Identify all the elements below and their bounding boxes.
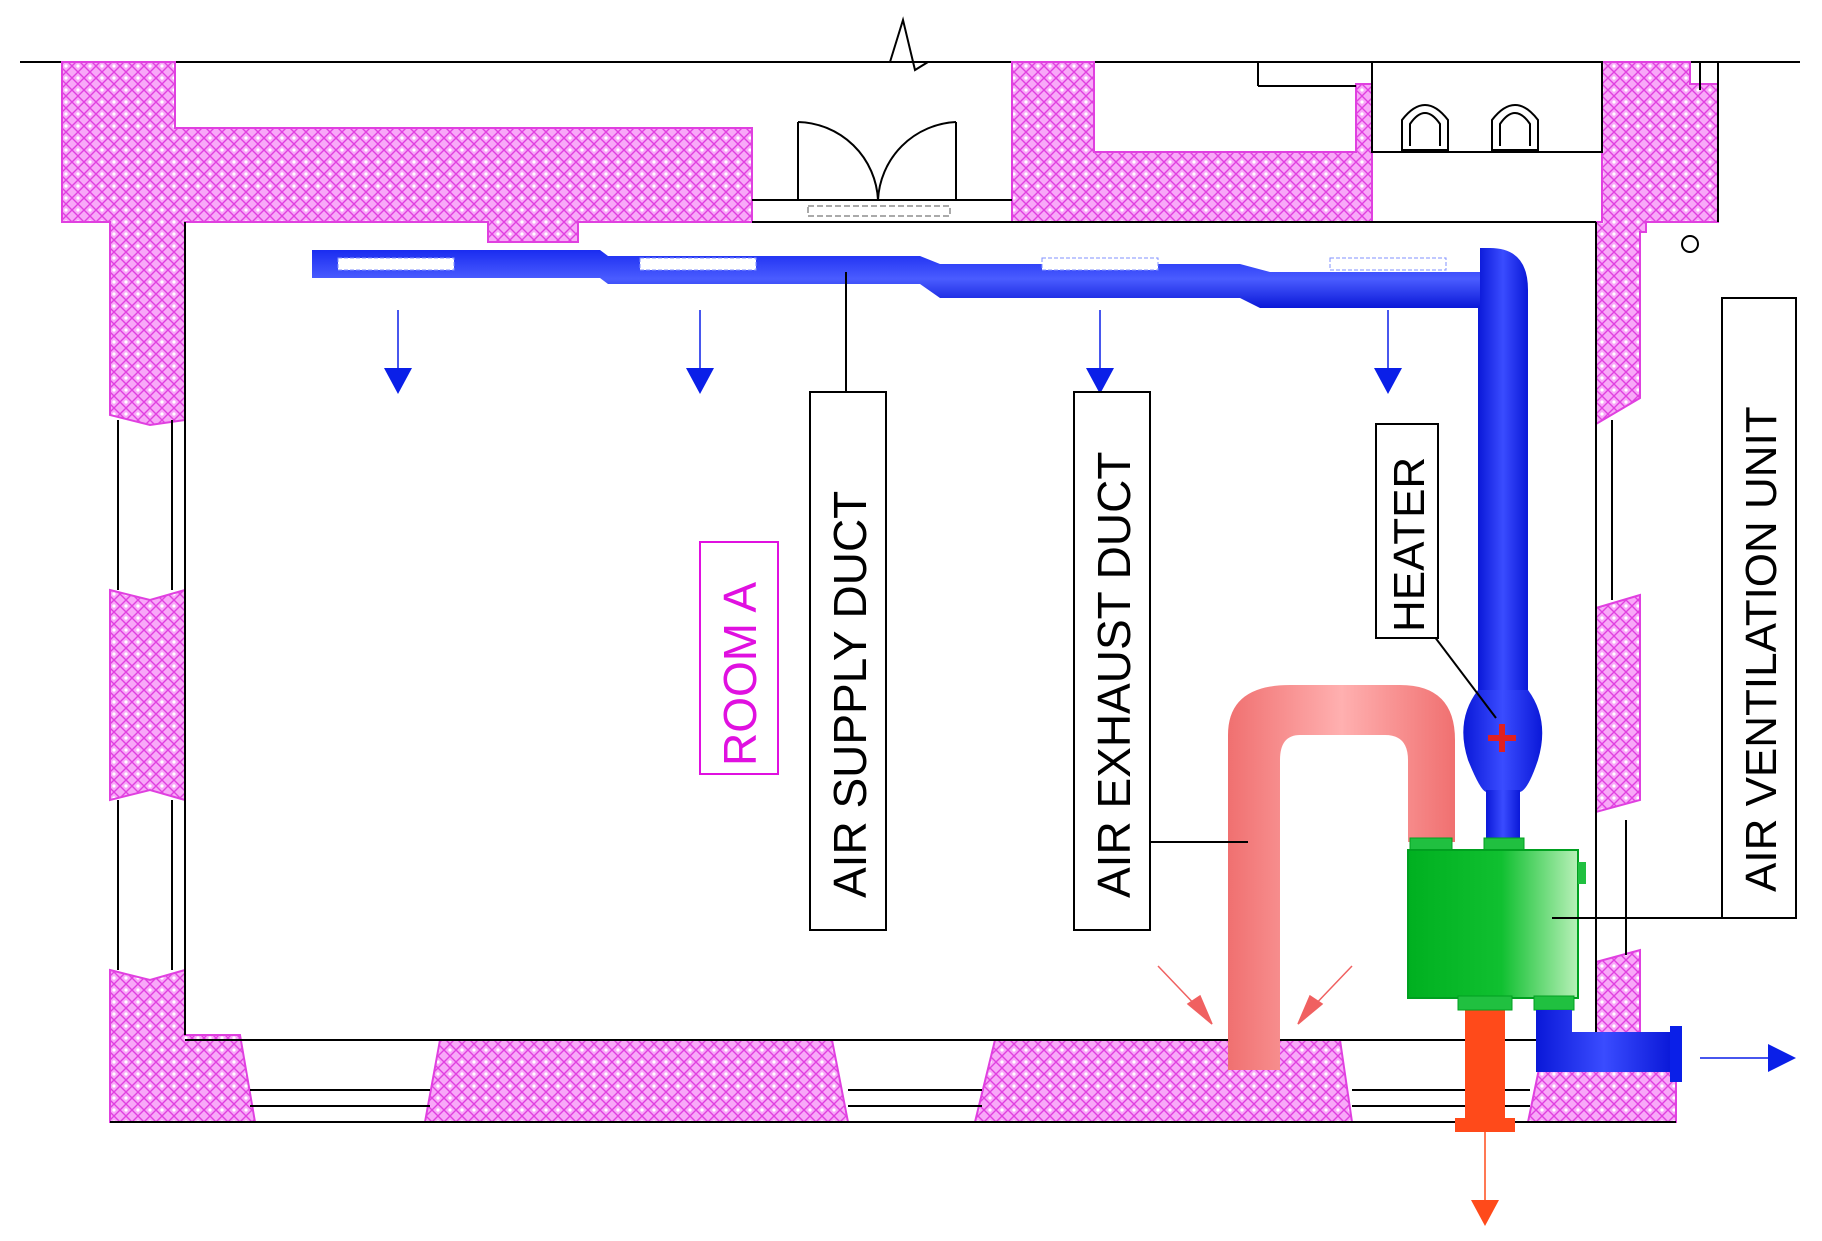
supply-arrow-4 [1374,310,1402,394]
heater-label: HEATER [1375,423,1439,639]
wall-bottom-pier-2 [973,1039,1354,1123]
ventilation-unit-label-text: AIR VENTILATION UNIT [1737,406,1786,892]
exhaust-duct-label-text: AIR EXHAUST DUCT [1088,452,1140,898]
unit-connector-top-right [1483,837,1525,851]
supply-duct-to-unit [1486,790,1520,846]
exhaust-duct-loop [1228,685,1455,1070]
wall-top-left [61,61,753,427]
supply-arrow-3 [1086,310,1114,394]
break-symbol [889,16,929,72]
wall-right-pier-1 [1595,593,1641,814]
supply-duct-label-text: AIR SUPPLY DUCT [824,491,876,898]
supply-duct-horizontal [312,250,1500,308]
supply-outlet-pipe [1536,1010,1682,1082]
toilet-fixtures [1371,61,1603,153]
unit-connector-top-left [1409,837,1453,851]
wall-top-right-corner [1595,61,1719,426]
window-frames [110,62,1719,1123]
supply-grilles [337,257,1447,271]
wall-bottom-pier-1 [423,1039,850,1123]
ventilation-unit-label: AIR VENTILATION UNIT [1721,297,1797,919]
supply-arrow-1 [384,310,412,394]
supply-duct-elbow [1478,248,1528,700]
leader-lines [845,272,1725,919]
double-door [797,121,957,217]
unit-side-tab [1578,862,1586,884]
air-ventilation-unit [1407,837,1586,1011]
supply-grille-4 [1329,257,1447,271]
exhaust-intake-arrow-left [1157,965,1213,1025]
supply-outlet-arrow [1700,1044,1796,1072]
supply-grille-3 [1041,257,1159,271]
exhaust-intake-arrow-right [1297,965,1353,1025]
heater-plus-icon [1488,724,1516,752]
unit-connector-bottom-left [1457,995,1513,1011]
supply-arrow-2 [686,310,714,394]
unit-connector-bottom-right [1533,995,1575,1011]
unit-body [1407,849,1579,999]
supply-airflow-arrows [384,310,1402,394]
heater-label-text: HEATER [1385,457,1434,632]
leader-heater [1427,627,1497,719]
air-supply-duct [312,248,1543,846]
exhaust-intake-arrows [1157,965,1353,1025]
exhaust-duct-label: AIR EXHAUST DUCT [1073,391,1151,931]
exhaust-outlet-cap [1455,1118,1515,1132]
air-exhaust-duct [1228,685,1515,1132]
wall-right-pier-2 [1595,948,1641,1041]
supply-grille-2 [639,257,757,271]
wall-left-pier-2 [109,968,257,1123]
room-label-text: ROOM A [714,582,766,766]
supply-duct-label: AIR SUPPLY DUCT [809,391,887,931]
wall-left-pier-1 [109,588,186,802]
supply-grille-1 [337,257,455,271]
exhaust-outlet-arrow [1471,1132,1499,1226]
drain-icon [1681,235,1699,253]
exhaust-outlet [1465,1010,1505,1128]
room-label: ROOM A [699,541,779,775]
